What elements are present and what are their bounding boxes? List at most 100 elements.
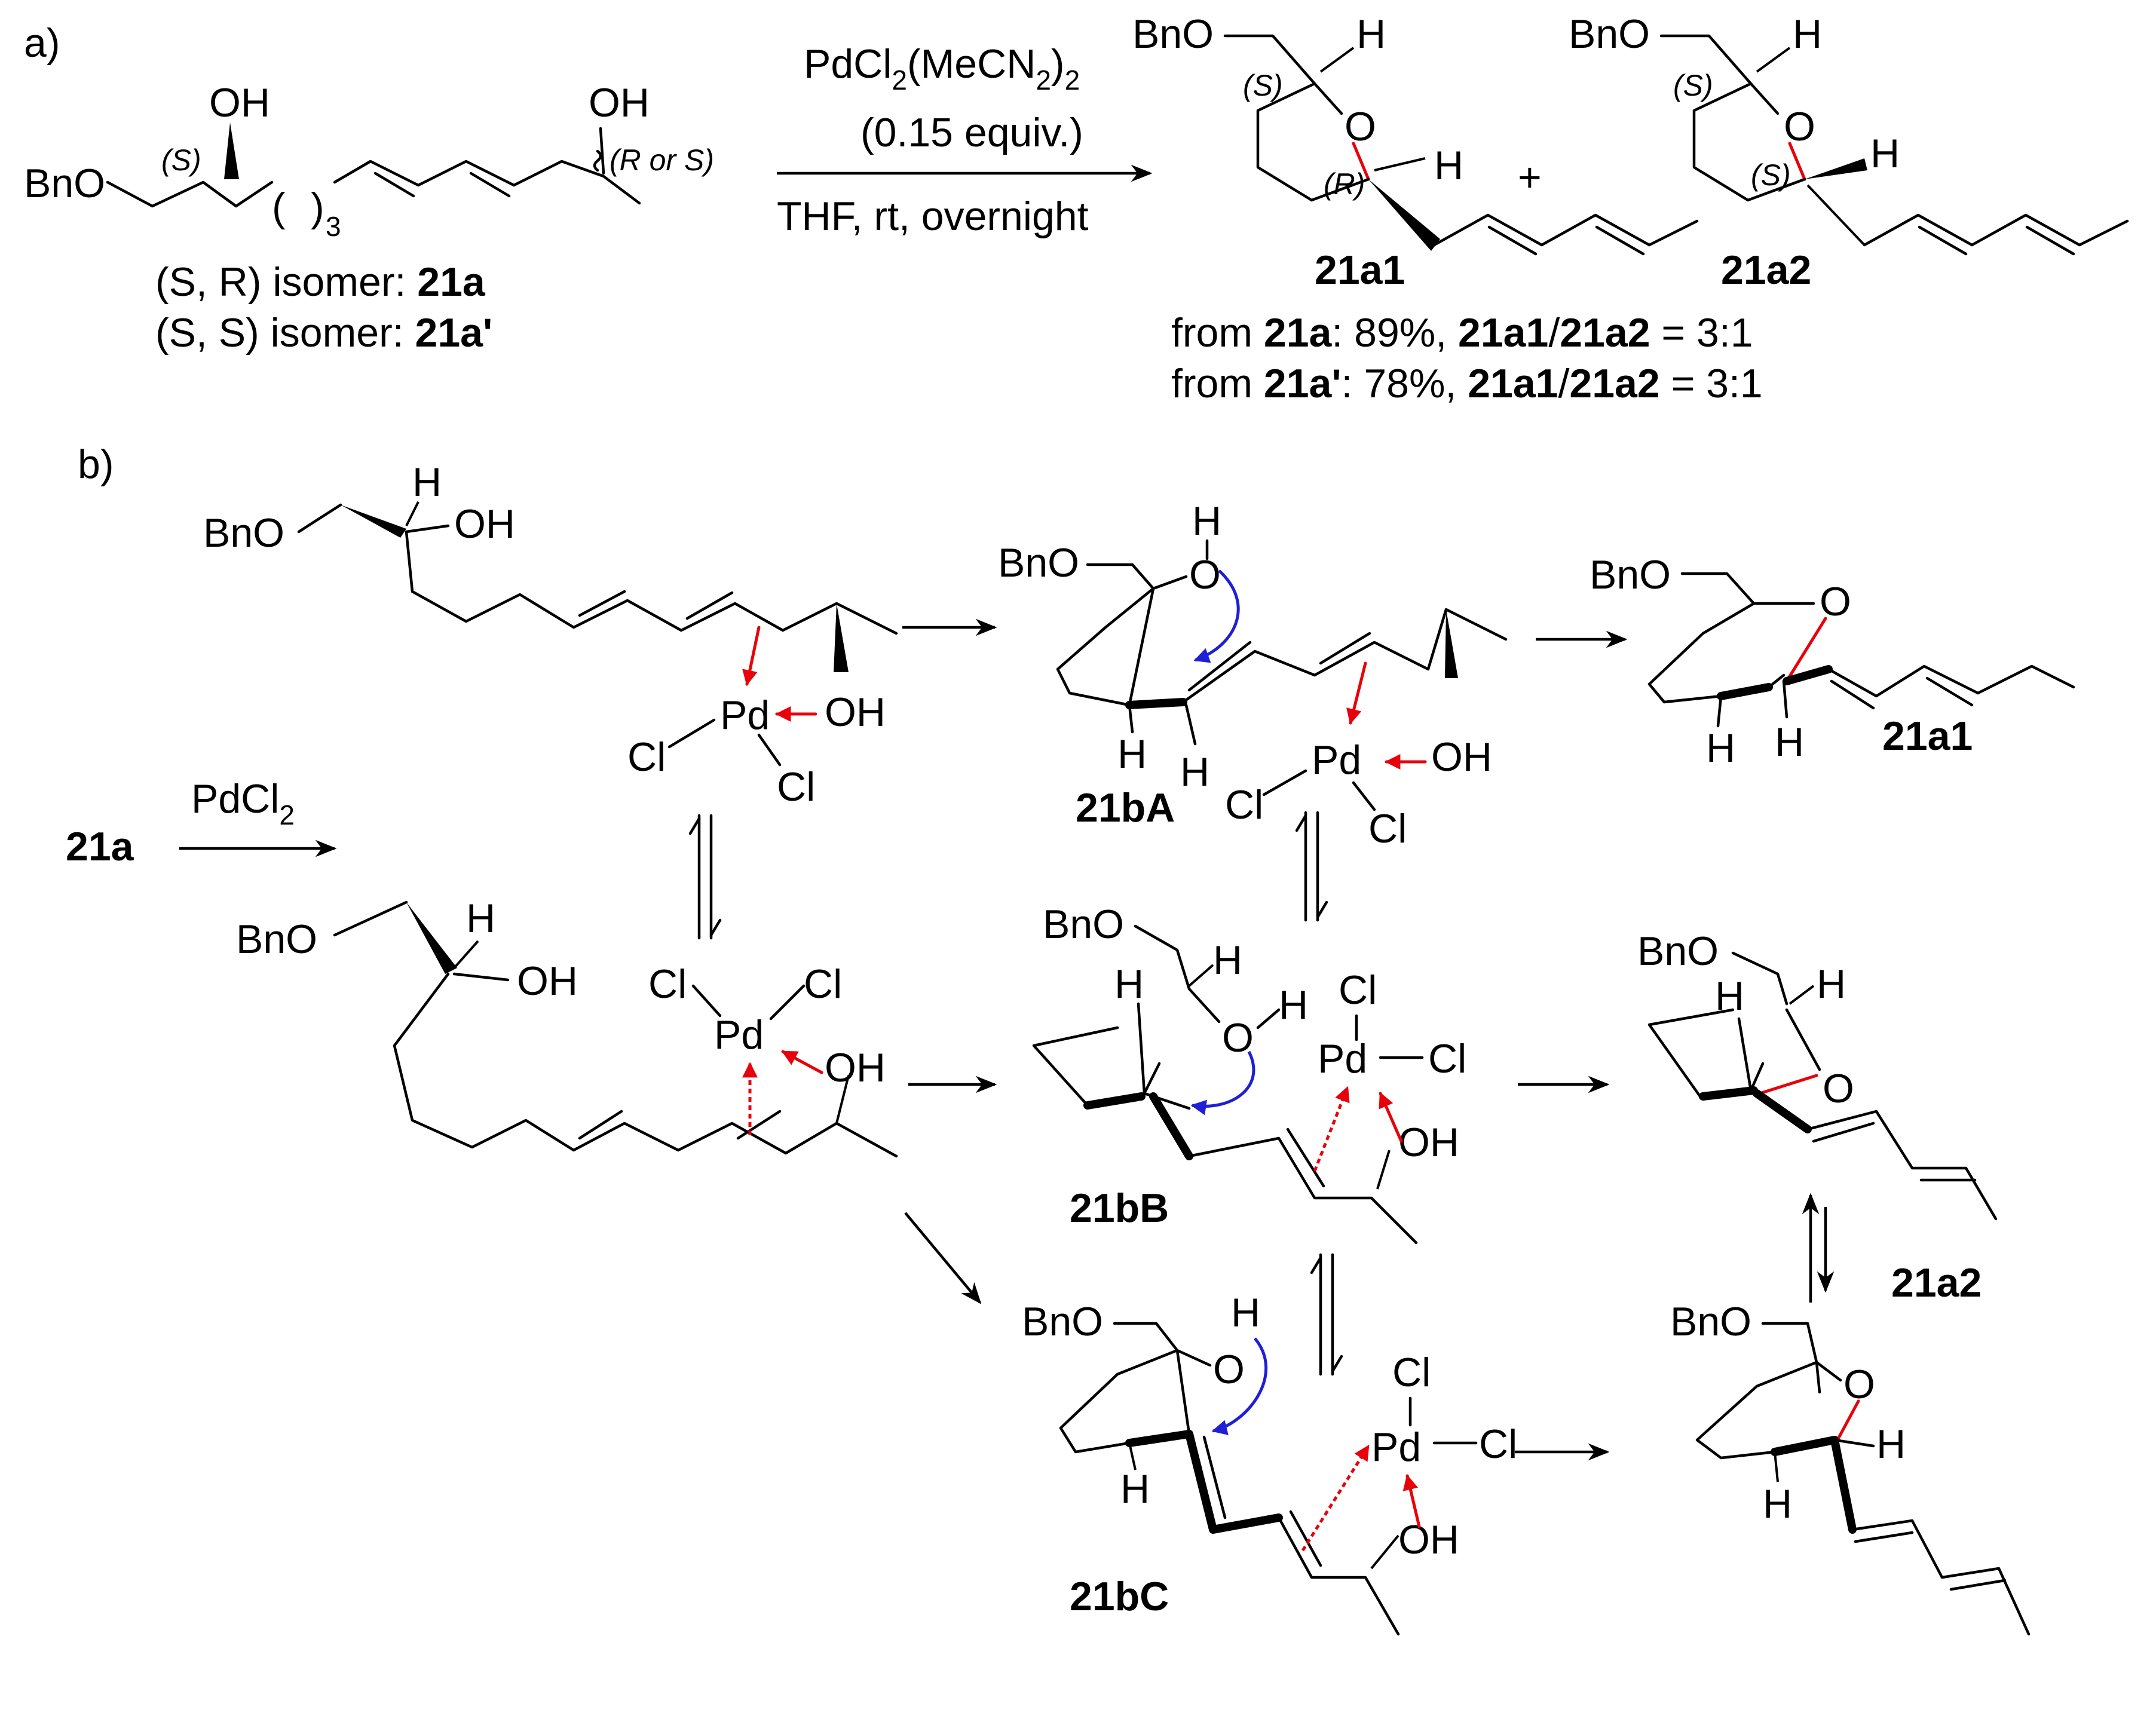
mech-reagent: PdCl2: [191, 776, 295, 831]
svg-text:Pd: Pd: [1312, 737, 1361, 783]
svg-text:H: H: [1192, 498, 1221, 544]
pd-complex-bottom: BnO H OH OH Pd Cl Cl: [236, 896, 898, 1158]
intermediate-21bA-structure: BnO H O H H OH Pd Cl Cl: [998, 498, 1508, 851]
plus-sign: +: [1518, 155, 1542, 200]
svg-text:Cl: Cl: [648, 961, 687, 1007]
product-21a2-code: 21a2: [1721, 247, 1811, 293]
svg-text:(S): (S): [161, 143, 201, 177]
svg-text:OH: OH: [1398, 1120, 1459, 1165]
mech-product-21a2-bottom-structure: BnO O H H: [1670, 1299, 2031, 1636]
svg-text:OH: OH: [454, 501, 515, 547]
svg-text:H: H: [1817, 961, 1846, 1007]
part-a-label: a): [24, 20, 60, 66]
svg-text:Cl: Cl: [1225, 782, 1263, 828]
svg-text:BnO: BnO: [1132, 11, 1214, 57]
svg-text:H: H: [1231, 1290, 1260, 1335]
svg-text:H: H: [1279, 982, 1308, 1028]
svg-text:BnO: BnO: [236, 917, 317, 962]
svg-text:H: H: [1213, 937, 1242, 983]
svg-text:OH: OH: [825, 690, 886, 735]
svg-text:H: H: [1793, 11, 1822, 57]
yield-line-1: from 21a: 89%, 21a1/21a2 = 3:1: [1171, 310, 1753, 356]
svg-text:H: H: [1120, 1466, 1150, 1512]
substrate-structure: BnO OH OH (S) (R or S) ( ) 3: [24, 80, 714, 242]
svg-text:H: H: [1706, 725, 1735, 771]
mech-start-code: 21a: [66, 824, 134, 869]
isomer-2-label: (S, S) isomer: 21a': [155, 310, 492, 356]
conditions-amount: (0.15 equiv.): [860, 110, 1083, 155]
svg-text:Cl: Cl: [1428, 1036, 1466, 1081]
svg-text:O: O: [1823, 1066, 1854, 1111]
svg-text:BnO: BnO: [1670, 1299, 1751, 1344]
svg-text:OH: OH: [517, 958, 578, 1004]
svg-text:OH: OH: [825, 1045, 886, 1090]
svg-text:Cl: Cl: [777, 764, 815, 810]
product-21a1-structure: BnO H O H (S) (R): [1132, 11, 1699, 256]
equilibrium-right: [1802, 1193, 1835, 1303]
svg-text:(S): (S): [1243, 69, 1283, 102]
product-21a2-structure: BnO H O H (S) (S): [1569, 11, 2129, 256]
svg-text:Cl: Cl: [1339, 967, 1377, 1013]
intermediate-21bA-code: 21bA: [1076, 785, 1175, 831]
svg-text:H: H: [1356, 11, 1386, 57]
isomer-1-label: (S, R) isomer: 21a: [155, 259, 486, 305]
svg-text:OH: OH: [1398, 1517, 1459, 1562]
svg-text:Cl: Cl: [1392, 1350, 1431, 1395]
svg-text:H: H: [1434, 143, 1463, 188]
mech-product-21a1-code: 21a1: [1882, 713, 1973, 759]
svg-text:BnO: BnO: [998, 540, 1079, 586]
svg-text:(S): (S): [1673, 69, 1713, 102]
svg-text:H: H: [1870, 131, 1900, 176]
mech-product-21a1-structure: BnO O H H: [1590, 552, 2075, 771]
svg-text:O: O: [1784, 104, 1815, 149]
svg-text:O: O: [1843, 1362, 1875, 1407]
equilibrium-middle-bottom: [1310, 1253, 1343, 1376]
svg-text:OH: OH: [1431, 734, 1492, 780]
svg-text:Cl: Cl: [1368, 806, 1407, 851]
svg-text:Cl: Cl: [1479, 1421, 1517, 1467]
svg-text:O: O: [1213, 1347, 1245, 1392]
svg-text:H: H: [1763, 1481, 1792, 1527]
yield-line-2: from 21a': 78%, 21a1/21a2 = 3:1: [1171, 361, 1763, 406]
svg-text:BnO: BnO: [1590, 552, 1671, 597]
equilibrium-middle-top: [1295, 811, 1328, 922]
conditions-catalyst: PdCl2(MeCN2)2: [804, 41, 1080, 96]
svg-text:BnO: BnO: [1043, 902, 1124, 947]
svg-text:H: H: [1876, 1421, 1906, 1467]
mech-product-21a2-top-structure: BnO H H O: [1637, 929, 1998, 1221]
arrow-to-21bC: [904, 1212, 982, 1304]
svg-text:BnO: BnO: [24, 161, 105, 206]
intermediate-21bC-structure: BnO H O H OH Pd Cl Cl: [1022, 1290, 1517, 1636]
svg-text:): ): [311, 185, 324, 230]
part-b-label: b): [78, 442, 114, 487]
product-21a1-code: 21a1: [1315, 247, 1405, 293]
svg-text:O: O: [1820, 579, 1851, 624]
svg-text:Pd: Pd: [1318, 1036, 1367, 1081]
svg-text:Pd: Pd: [1371, 1424, 1421, 1470]
svg-text:BnO: BnO: [203, 510, 284, 556]
svg-text:BnO: BnO: [1569, 11, 1650, 57]
conditions-solvent: THF, rt, overnight: [777, 194, 1089, 239]
svg-text:O: O: [1189, 552, 1221, 597]
svg-text:Pd: Pd: [720, 692, 770, 738]
mech-product-21a2-code: 21a2: [1891, 1260, 1982, 1306]
equilibrium-left: [688, 814, 722, 940]
svg-text:H: H: [1114, 961, 1144, 1007]
svg-text:H: H: [412, 459, 442, 505]
svg-text:3: 3: [326, 211, 341, 242]
svg-text:BnO: BnO: [1637, 929, 1719, 974]
intermediate-21bC-code: 21bC: [1070, 1574, 1169, 1619]
svg-text:BnO: BnO: [1022, 1299, 1103, 1344]
intermediate-21bB-structure: BnO H H O H OH Pd Cl Cl: [1032, 902, 1466, 1245]
svg-text:(: (: [272, 185, 286, 230]
svg-text:H: H: [466, 896, 495, 941]
svg-text:Cl: Cl: [627, 734, 666, 780]
svg-text:(R or S): (R or S): [610, 143, 714, 177]
svg-text:H: H: [1117, 731, 1147, 777]
intermediate-21bB-code: 21bB: [1070, 1185, 1169, 1231]
svg-text:O: O: [1345, 104, 1376, 149]
svg-text:Cl: Cl: [804, 961, 842, 1007]
svg-text:H: H: [1775, 719, 1804, 765]
svg-text:OH: OH: [589, 80, 650, 125]
